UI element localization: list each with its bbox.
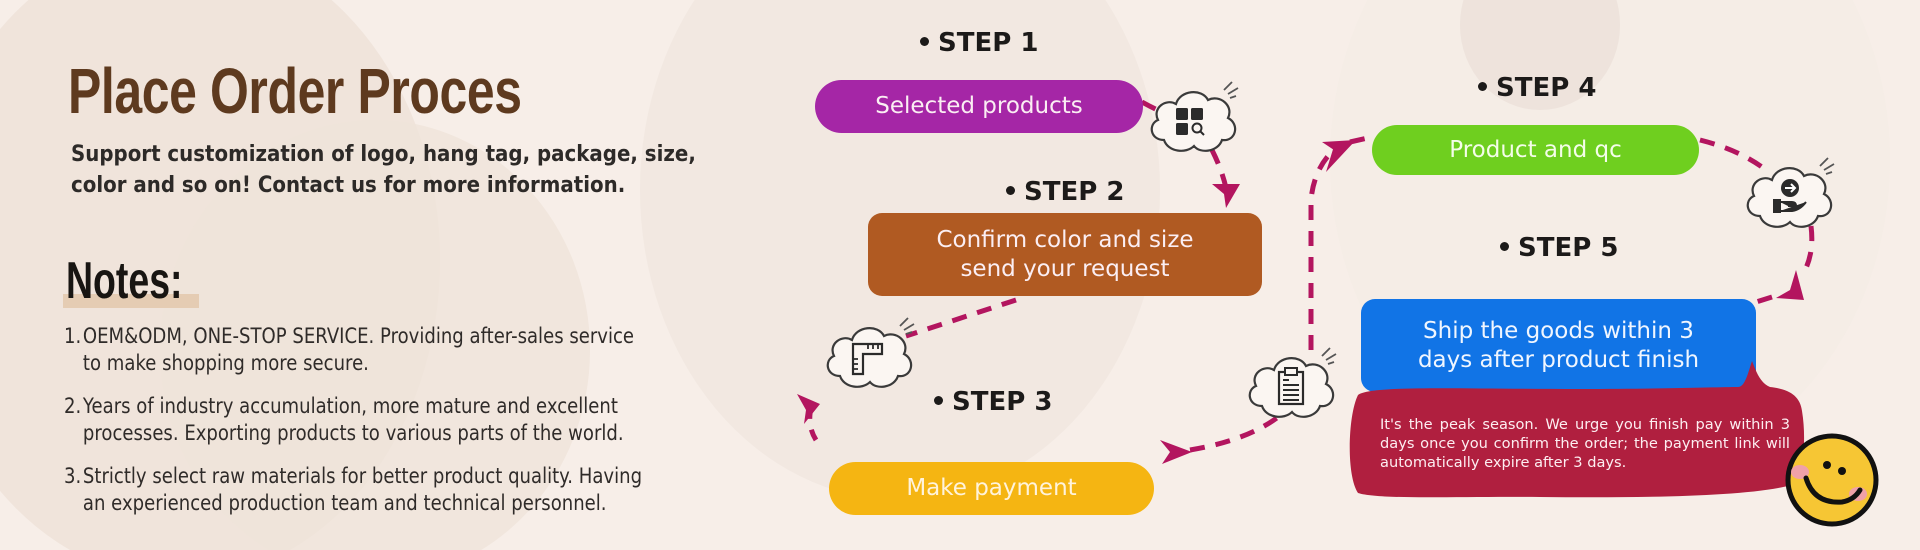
notes-title: Notes: bbox=[66, 252, 183, 310]
smiley-face-icon bbox=[1785, 433, 1879, 527]
page-title: Place Order Proces bbox=[68, 55, 522, 127]
page-subtitle: Support customization of logo, hang tag,… bbox=[71, 141, 696, 198]
step-1-label: STEP 1 bbox=[920, 28, 1038, 58]
step-4-pill: Product and qc bbox=[1372, 125, 1699, 175]
notes-item-text: Strictly select raw materials for better… bbox=[82, 464, 643, 515]
step-3-pill: Make payment bbox=[829, 462, 1154, 515]
arrowhead-down bbox=[1212, 184, 1240, 208]
arrowhead-right bbox=[1160, 440, 1192, 464]
step-5-pill: Ship the goods within 3 days after produ… bbox=[1361, 299, 1756, 392]
notes-title-highlight bbox=[63, 294, 199, 308]
bullet-icon bbox=[1500, 242, 1509, 251]
arrowhead-up-right-2 bbox=[1322, 140, 1356, 166]
connector-step2-to-step3 bbox=[905, 297, 1017, 339]
notes-item-number: 3. bbox=[64, 464, 82, 488]
notes-item-text: Years of industry accumulation, more mat… bbox=[82, 394, 624, 445]
arrowhead-down-left bbox=[797, 394, 820, 424]
bullet-icon bbox=[934, 396, 943, 405]
notice-text: It's the peak season. We urge you finish… bbox=[1380, 416, 1790, 471]
step-3-label: STEP 3 bbox=[934, 387, 1052, 417]
bullet-icon bbox=[1478, 82, 1487, 91]
notes-item: 3. Strictly select raw materials for bet… bbox=[64, 463, 769, 517]
background-figure-left-2 bbox=[160, 120, 590, 550]
clipboard-icon bbox=[1248, 347, 1337, 418]
step-4-label: STEP 4 bbox=[1478, 73, 1596, 103]
bullet-icon bbox=[920, 37, 929, 46]
step-1-pill: Selected products bbox=[815, 80, 1143, 133]
notes-item-number: 1. bbox=[64, 324, 82, 348]
notes-item-number: 2. bbox=[64, 394, 82, 418]
step-2-pill: Confirm color and size send your request bbox=[868, 213, 1262, 296]
arrowhead-up-right bbox=[1326, 142, 1354, 172]
arrowhead-down-left-2 bbox=[1776, 270, 1804, 300]
connector-step4-to-step5 bbox=[1755, 294, 1773, 305]
notes-list: 1. OEM&ODM, ONE-STOP SERVICE. Providing … bbox=[64, 323, 769, 533]
hand-delivery-icon bbox=[1746, 157, 1835, 228]
notes-item: 2. Years of industry accumulation, more … bbox=[64, 393, 769, 447]
connector-step4-to-step5 bbox=[1803, 225, 1815, 270]
ruler-icon bbox=[826, 317, 915, 388]
notes-item-text: OEM&ODM, ONE-STOP SERVICE. Providing aft… bbox=[82, 324, 635, 375]
product-search-icon bbox=[1150, 81, 1239, 152]
connector-step3-to-step4 bbox=[1308, 144, 1340, 350]
bullet-icon bbox=[1006, 186, 1015, 195]
step-5-label: STEP 5 bbox=[1500, 233, 1618, 263]
connector-step4-to-step5 bbox=[1699, 137, 1768, 172]
connector-step3-to-step4 bbox=[1189, 412, 1284, 453]
notice-bubble bbox=[1349, 361, 1805, 498]
step-2-label: STEP 2 bbox=[1006, 177, 1124, 207]
notes-item: 1. OEM&ODM, ONE-STOP SERVICE. Providing … bbox=[64, 323, 769, 377]
